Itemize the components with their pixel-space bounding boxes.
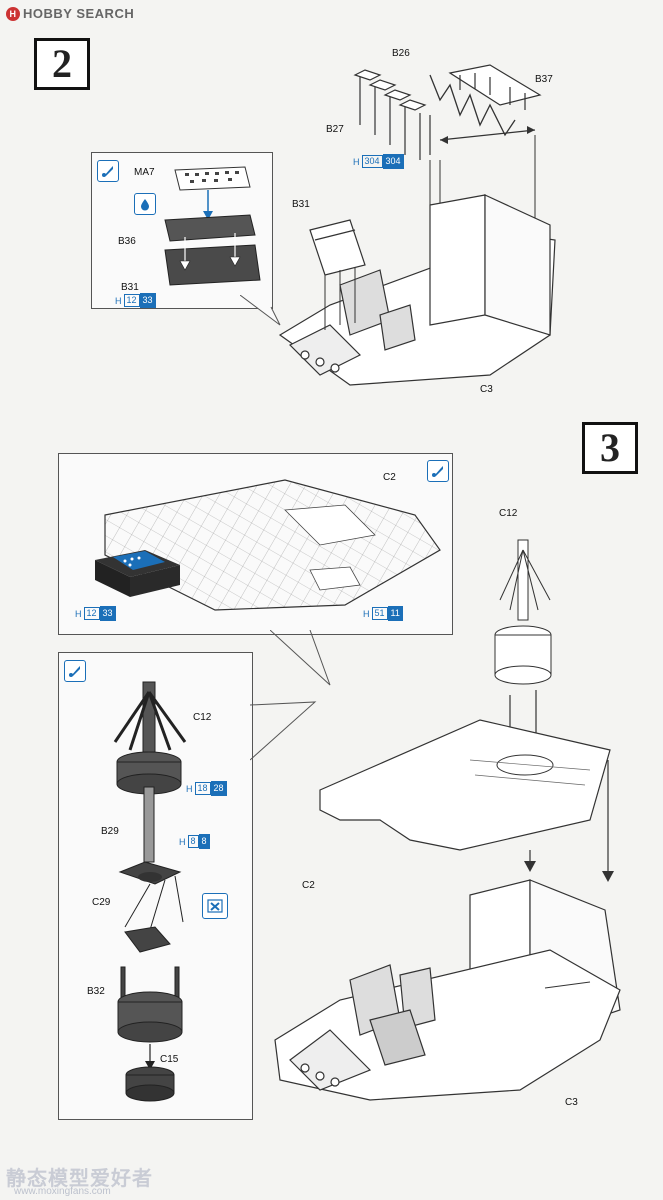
watermark-url: www.moxingfans.com bbox=[14, 1186, 111, 1197]
paint-prefix: H bbox=[115, 295, 122, 306]
label-c15: C15 bbox=[160, 1054, 179, 1065]
paint-ref-h12-step2: H 12 33 bbox=[115, 293, 156, 308]
label-b26: B26 bbox=[392, 48, 410, 59]
glue-brush-icon bbox=[97, 160, 119, 182]
step-2-number: 2 bbox=[34, 38, 90, 90]
label-c3-step2: C3 bbox=[480, 384, 493, 395]
label-b31-inset: B31 bbox=[121, 282, 139, 293]
label-b32: B32 bbox=[87, 986, 105, 997]
paint-prefix: H bbox=[363, 608, 370, 619]
paint-code-alt: 11 bbox=[387, 606, 403, 621]
paint-prefix: H bbox=[179, 836, 186, 847]
paint-code-alt: 28 bbox=[210, 781, 227, 796]
label-c2-panel: C2 bbox=[383, 472, 396, 483]
glue-brush-icon bbox=[427, 460, 449, 482]
label-c12: C12 bbox=[499, 508, 518, 519]
label-b29: B29 bbox=[101, 826, 119, 837]
paint-code: 51 bbox=[371, 607, 388, 620]
paint-ref-h8: H 8 8 bbox=[179, 834, 210, 849]
callout-pointer-top bbox=[270, 630, 331, 686]
watermark-text: 静态模型爱好者 bbox=[6, 1168, 153, 1190]
paint-prefix: H bbox=[186, 783, 193, 794]
label-b36: B36 bbox=[118, 236, 136, 247]
paint-code: 12 bbox=[83, 607, 100, 620]
site-logo: H HOBBY SEARCH bbox=[6, 6, 134, 21]
callout-pointer-left bbox=[250, 701, 317, 761]
label-ma7: MA7 bbox=[134, 167, 155, 178]
inset-parts-drawing bbox=[164, 166, 261, 286]
label-b27: B27 bbox=[326, 124, 344, 135]
no-glue-icon bbox=[202, 893, 228, 919]
label-b37: B37 bbox=[535, 74, 553, 85]
paint-ref-h304: H 304 304 bbox=[353, 154, 404, 169]
paint-code-alt: 33 bbox=[139, 293, 156, 308]
label-b31: B31 bbox=[292, 199, 310, 210]
label-c29: C29 bbox=[92, 897, 111, 908]
label-c2-main: C2 bbox=[302, 880, 315, 891]
callout-pointer bbox=[240, 295, 281, 326]
logo-mark-icon: H bbox=[6, 6, 20, 21]
paint-ref-h51: H 51 11 bbox=[363, 606, 403, 621]
paint-code: 8 bbox=[187, 835, 199, 848]
paint-code-alt: 33 bbox=[99, 606, 116, 621]
paint-code-alt: 8 bbox=[198, 834, 210, 849]
paint-ref-h12-step3: H 12 33 bbox=[75, 606, 116, 621]
paint-code-alt: 304 bbox=[382, 154, 404, 169]
step2-drawing bbox=[278, 64, 556, 386]
label-c3-step3: C3 bbox=[565, 1097, 578, 1108]
c12-assembly-drawing bbox=[113, 681, 187, 1102]
logo-text: HOBBY SEARCH bbox=[23, 6, 135, 21]
paint-code: 12 bbox=[123, 294, 140, 307]
step3-main-drawing bbox=[274, 539, 621, 1101]
paint-code: 304 bbox=[361, 155, 383, 168]
label-c12-inset: C12 bbox=[193, 712, 212, 723]
step-3-number: 3 bbox=[582, 422, 638, 474]
paint-prefix: H bbox=[353, 156, 360, 167]
paint-prefix: H bbox=[75, 608, 82, 619]
decal-water-icon bbox=[134, 193, 156, 215]
c2-panel-drawing bbox=[95, 479, 441, 611]
glue-brush-icon bbox=[64, 660, 86, 682]
paint-ref-h18: H 18 28 bbox=[186, 781, 227, 796]
paint-code: 18 bbox=[194, 782, 211, 795]
